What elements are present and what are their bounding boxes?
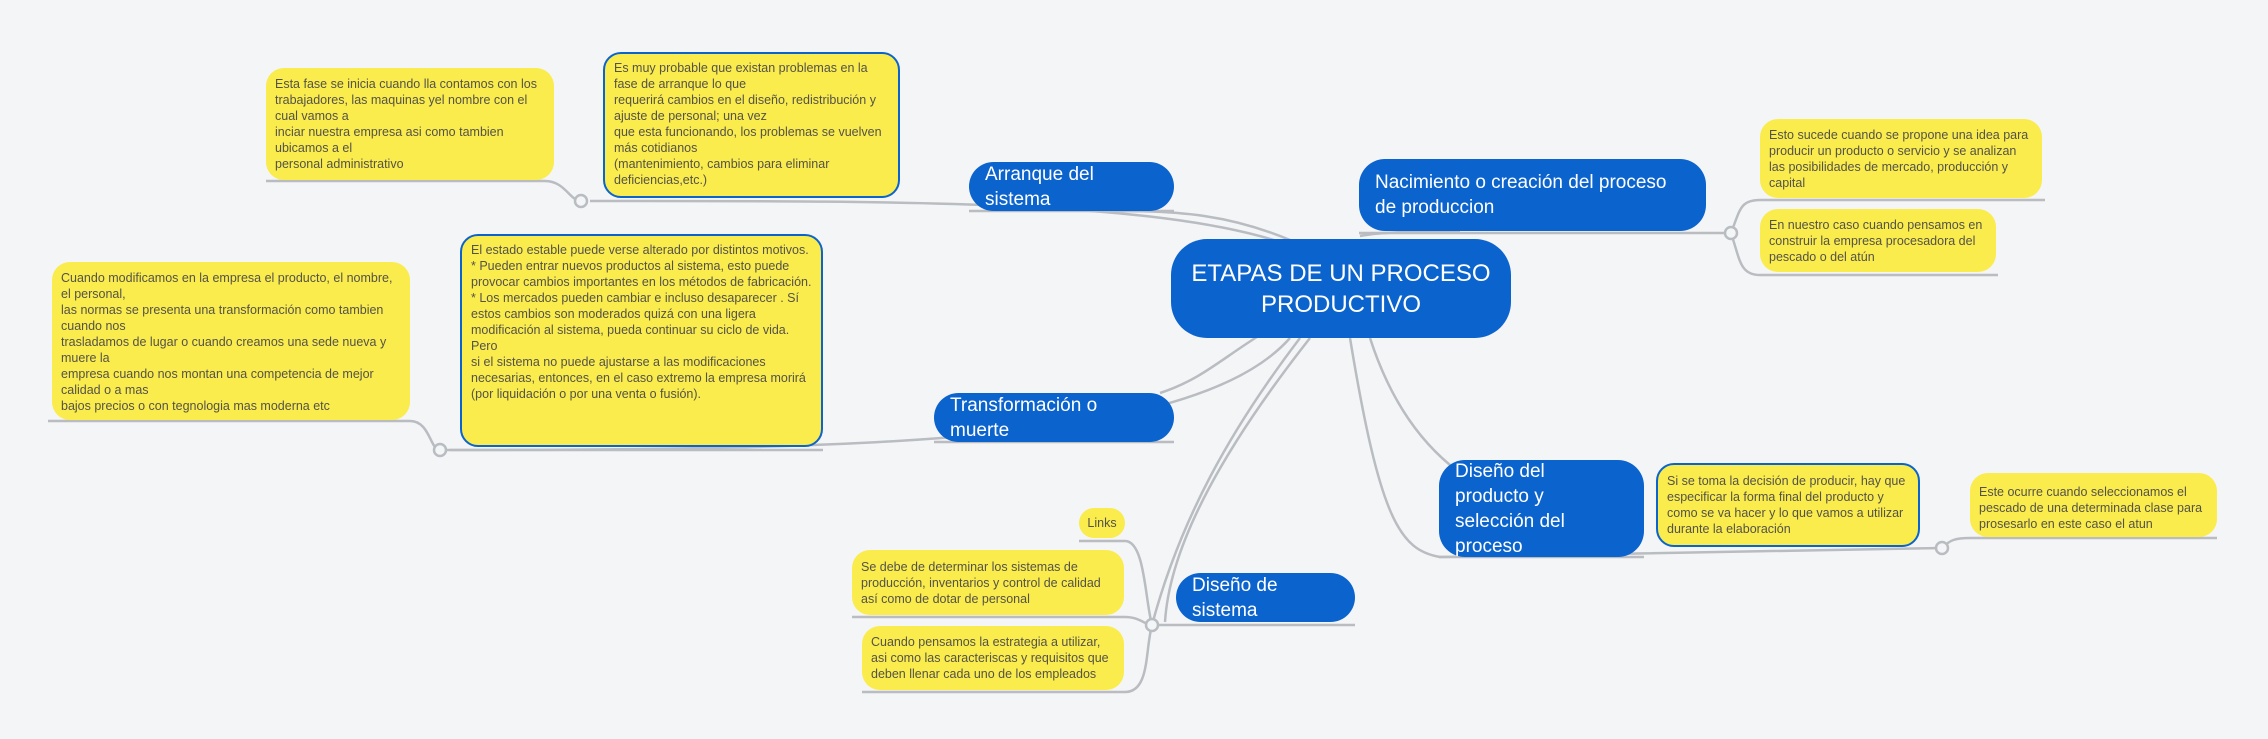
link-diseno-producto [1368,337,1451,466]
note-nacimiento-2[interactable]: En nuestro caso cuando pensamos en const… [1760,209,1996,272]
note-diseno-producto-2[interactable]: Este ocurre cuando seleccionamos el pesc… [1970,473,2217,537]
topic-nacimiento[interactable]: Nacimiento o creación del proceso de pro… [1359,159,1706,231]
collapse-handle-transformacion [432,442,448,458]
topic-label: Nacimiento o creación del proceso de pro… [1375,172,1667,218]
topic-diseno-producto[interactable]: Diseño del producto y selección del proc… [1439,460,1644,557]
link-diseno-sistema [1163,337,1311,623]
topic-label: Arranque del sistema [985,163,1094,210]
note-diseno-sistema-1[interactable]: Se debe de determinar los sistemas de pr… [852,550,1124,615]
topic-arranque[interactable]: Arranque del sistema [969,162,1174,211]
collapse-handle-diseno-sistema [1144,617,1160,633]
central-topic[interactable]: ETAPAS DE UN PROCESO PRODUCTIVO [1171,239,1511,338]
note-transformacion-2[interactable]: El estado estable puede verse alterado p… [460,234,823,447]
link-transformacion [1159,333,1261,395]
note-links[interactable]: Links [1079,508,1125,538]
collapse-handle-arranque [573,193,589,209]
note-transformacion-1[interactable]: Cuando modificamos en la empresa el prod… [52,262,410,420]
note-arranque-1[interactable]: Esta fase se inicia cuando lla contamos … [266,68,554,180]
topic-label: Diseño de sistema [1192,574,1278,621]
note-diseno-sistema-2[interactable]: Cuando pensamos la estrategia a utilizar… [862,626,1124,690]
underline-arranque-note1 [266,179,582,203]
link-diseno-sistema-2 [1150,337,1301,626]
note-arranque-2[interactable]: Es muy probable que existan problemas en… [603,52,900,198]
central-title: ETAPAS DE UN PROCESO PRODUCTIVO [1191,259,1491,318]
collapse-handle-nacimiento [1723,225,1739,241]
link-diseno-producto-2 [1348,337,1943,559]
topic-diseno-sistema[interactable]: Diseño de sistema [1176,573,1355,622]
note-diseno-producto-1[interactable]: Si se toma la decisión de producir, hay … [1656,463,1920,547]
topic-label: Transformación o muerte [950,394,1098,441]
note-nacimiento-1[interactable]: Esto sucede cuando se propone una idea p… [1760,119,2042,198]
topic-label: Diseño del producto y selección del proc… [1455,460,1565,557]
collapse-handle-diseno-producto [1934,540,1950,556]
topic-transformacion[interactable]: Transformación o muerte [934,393,1174,442]
sub-diseno-producto [1941,536,2217,549]
